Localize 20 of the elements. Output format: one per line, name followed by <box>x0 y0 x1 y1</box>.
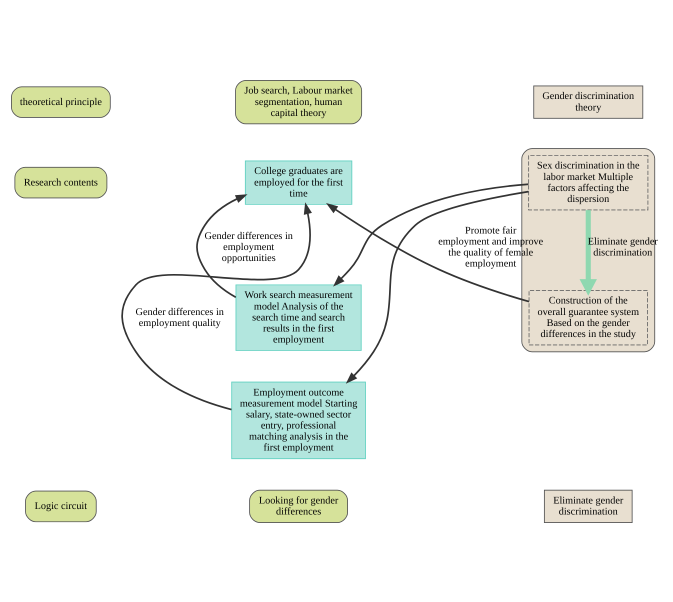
node-box: Research contents <box>14 166 108 198</box>
arrow <box>580 210 597 296</box>
node-box: Eliminate gender discrimination <box>544 489 633 523</box>
node-box: College graduates are employed for the first time <box>244 160 352 204</box>
arrow <box>326 202 530 302</box>
node-box: Gender discrimination theory <box>533 85 644 118</box>
node-box: Sex discrimination in the labor market Multiple factors affecting the dispersion <box>528 154 648 210</box>
arrow <box>121 202 312 410</box>
node-box: Employment outcome measurement model Starting salary, state-owned sector entry, professional matching analysis in the first employment <box>231 381 366 459</box>
node-box: theoretical principle <box>11 86 111 118</box>
edge-label: Gender differences in employment quality <box>136 306 224 328</box>
node-box: Work search measurement model Analysis of the search time and search results in the first employment <box>236 284 362 350</box>
node-box: Looking for gender differences <box>249 489 348 523</box>
arrow <box>333 182 529 286</box>
node-box: Job search, Labour market segmentation, human capital theory <box>235 79 362 124</box>
node-box: Logic circuit <box>25 490 97 522</box>
node-box: Construction of the overall guarantee system Based on the gender differences in the study <box>528 290 648 345</box>
edge-label: Gender differences in employment opportunities <box>204 230 293 264</box>
arrow <box>196 194 248 298</box>
arrow <box>346 190 529 384</box>
